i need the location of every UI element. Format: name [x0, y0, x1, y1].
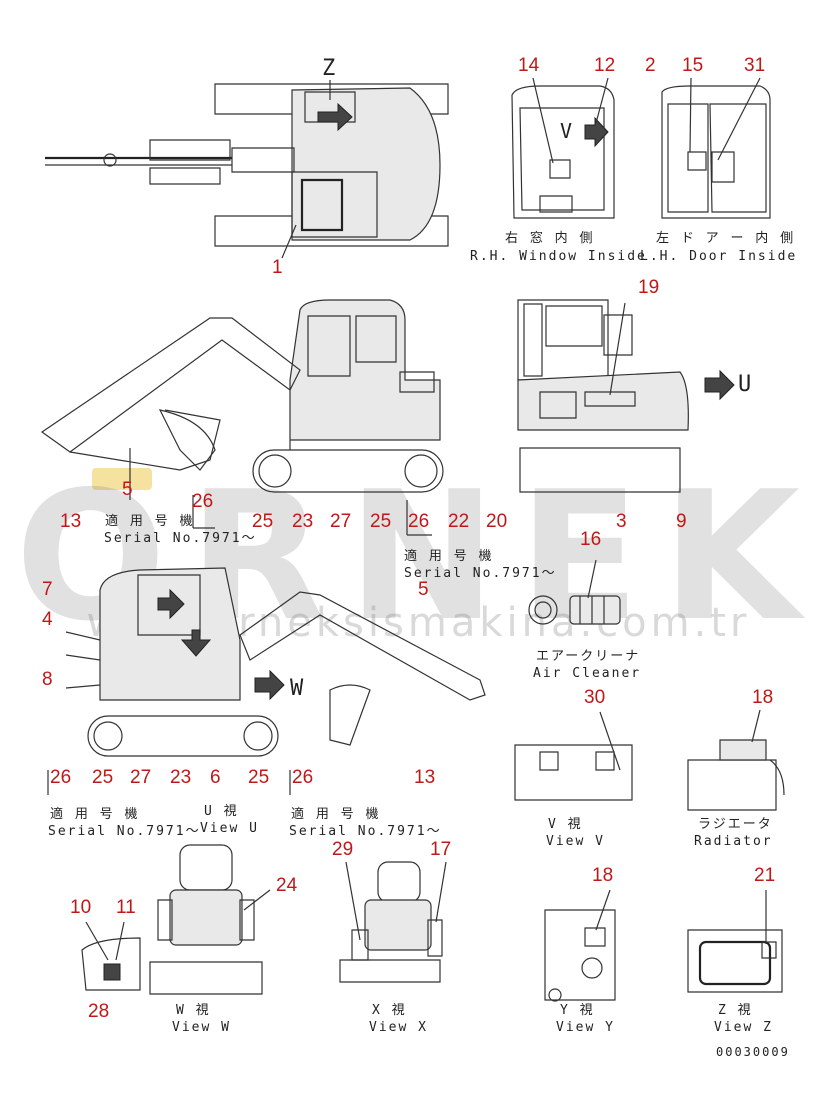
view-z-drawing [688, 890, 782, 992]
callout-3: 3 [616, 511, 627, 532]
callout-20: 20 [486, 511, 508, 532]
callout-30: 30 [584, 687, 606, 708]
callout-4: 4 [42, 609, 53, 630]
view-v-caption-jp: V 視 [548, 817, 583, 832]
callout-26-upper-a: 26 [192, 491, 214, 512]
view-y-caption-jp: Y 視 [560, 1003, 595, 1018]
view-y-drawing [545, 890, 615, 1001]
lh-door-caption-jp: 左 ド ア ー 内 側 [656, 231, 796, 246]
callout-25-upper-a: 25 [252, 511, 274, 532]
callout-14: 14 [518, 55, 540, 76]
callout-25-lower-a: 25 [92, 767, 114, 788]
view-u-letter: U [738, 372, 754, 397]
callout-25-lower-b: 25 [248, 767, 270, 788]
callout-15: 15 [682, 55, 704, 76]
side-view-left [48, 568, 485, 795]
detail-10-11-drawing [82, 922, 140, 990]
view-w-caption-jp: W 視 [176, 1003, 211, 1018]
callout-18-view-y: 18 [592, 865, 614, 886]
serial-caption-1-jp: 適 用 号 機 [105, 514, 195, 529]
view-v-letter: V [560, 119, 575, 143]
callout-25-upper-b: 25 [370, 511, 392, 532]
view-u-caption-en: View U [200, 821, 259, 836]
callout-11: 11 [116, 897, 136, 918]
serial-caption-4-jp: 適 用 号 機 [291, 807, 381, 822]
serial-caption-1-en: Serial No.7971～ [104, 531, 257, 546]
callout-27-lower: 27 [130, 767, 152, 788]
serial-caption-3-en: Serial No.7971～ [48, 824, 201, 839]
callout-12: 12 [594, 55, 616, 76]
callout-13-upper: 13 [60, 511, 82, 532]
lh-door-drawing [662, 78, 770, 218]
callout-26-lower-b: 26 [292, 767, 314, 788]
view-w-caption-en: View W [172, 1020, 231, 1035]
view-z-letter: Z [322, 56, 338, 81]
air-cleaner-caption-jp: エアークリーナ [536, 649, 641, 664]
callout-2: 2 [645, 55, 656, 76]
callout-24: 24 [276, 875, 298, 896]
callout-16: 16 [580, 529, 602, 550]
rear-view [518, 300, 734, 492]
callout-19: 19 [638, 277, 660, 298]
serial-caption-2-jp: 適 用 号 機 [404, 549, 494, 564]
lh-door-caption-en: L.H. Door Inside [640, 249, 798, 264]
rh-window-drawing [512, 78, 614, 218]
view-y-caption-en: View Y [556, 1020, 615, 1035]
callout-21: 21 [754, 865, 776, 886]
callout-1: 1 [272, 257, 283, 278]
callout-5-lower: 5 [418, 579, 429, 600]
callout-23-upper: 23 [292, 511, 314, 532]
callout-28: 28 [88, 1001, 110, 1022]
callout-27-upper: 27 [330, 511, 352, 532]
air-cleaner-caption-en: Air Cleaner [533, 666, 642, 681]
air-cleaner-drawing [529, 560, 620, 624]
callout-7: 7 [42, 579, 53, 600]
radiator-caption-jp: ラジエータ [698, 817, 773, 832]
callout-9: 9 [676, 511, 687, 532]
view-x-caption-en: View X [369, 1020, 428, 1035]
view-w-drawing [150, 845, 270, 994]
view-v-drawing [515, 712, 632, 800]
callout-26-lower-a: 26 [50, 767, 72, 788]
view-z-caption-jp: Z 視 [718, 1003, 753, 1018]
radiator-drawing [688, 710, 784, 810]
callout-8: 8 [42, 669, 53, 690]
side-view-right [42, 300, 443, 535]
callout-31: 31 [744, 55, 766, 76]
watermark-accent [92, 468, 152, 490]
rh-window-caption-jp: 右 窓 内 側 [505, 231, 595, 246]
serial-caption-2-en: Serial No.7971～ [404, 566, 557, 581]
rh-window-caption-en: R.H. Window Inside [470, 249, 647, 264]
callout-10: 10 [70, 897, 92, 918]
view-z-caption-en: View Z [714, 1020, 773, 1035]
radiator-caption-en: Radiator [694, 834, 773, 849]
view-v-caption-en: View V [546, 834, 605, 849]
view-w-letter: W [290, 676, 306, 701]
callout-6: 6 [210, 767, 221, 788]
top-plan-view [45, 80, 448, 258]
callout-23-lower: 23 [170, 767, 192, 788]
callout-5-upper: 5 [122, 479, 133, 500]
serial-caption-4-en: Serial No.7971～ [289, 824, 442, 839]
drawing-number: 00030009 [716, 1045, 790, 1059]
view-x-caption-jp: X 視 [372, 1003, 407, 1018]
callout-18-radiator: 18 [752, 687, 774, 708]
callout-13-lower: 13 [414, 767, 436, 788]
callout-29: 29 [332, 839, 354, 860]
view-x-drawing [340, 862, 446, 982]
serial-caption-3-jp: 適 用 号 機 [50, 807, 140, 822]
view-u-caption-jp: U 視 [204, 804, 239, 819]
callout-17: 17 [430, 839, 452, 860]
callout-22: 22 [448, 511, 470, 532]
callout-26-upper-b: 26 [408, 511, 430, 532]
